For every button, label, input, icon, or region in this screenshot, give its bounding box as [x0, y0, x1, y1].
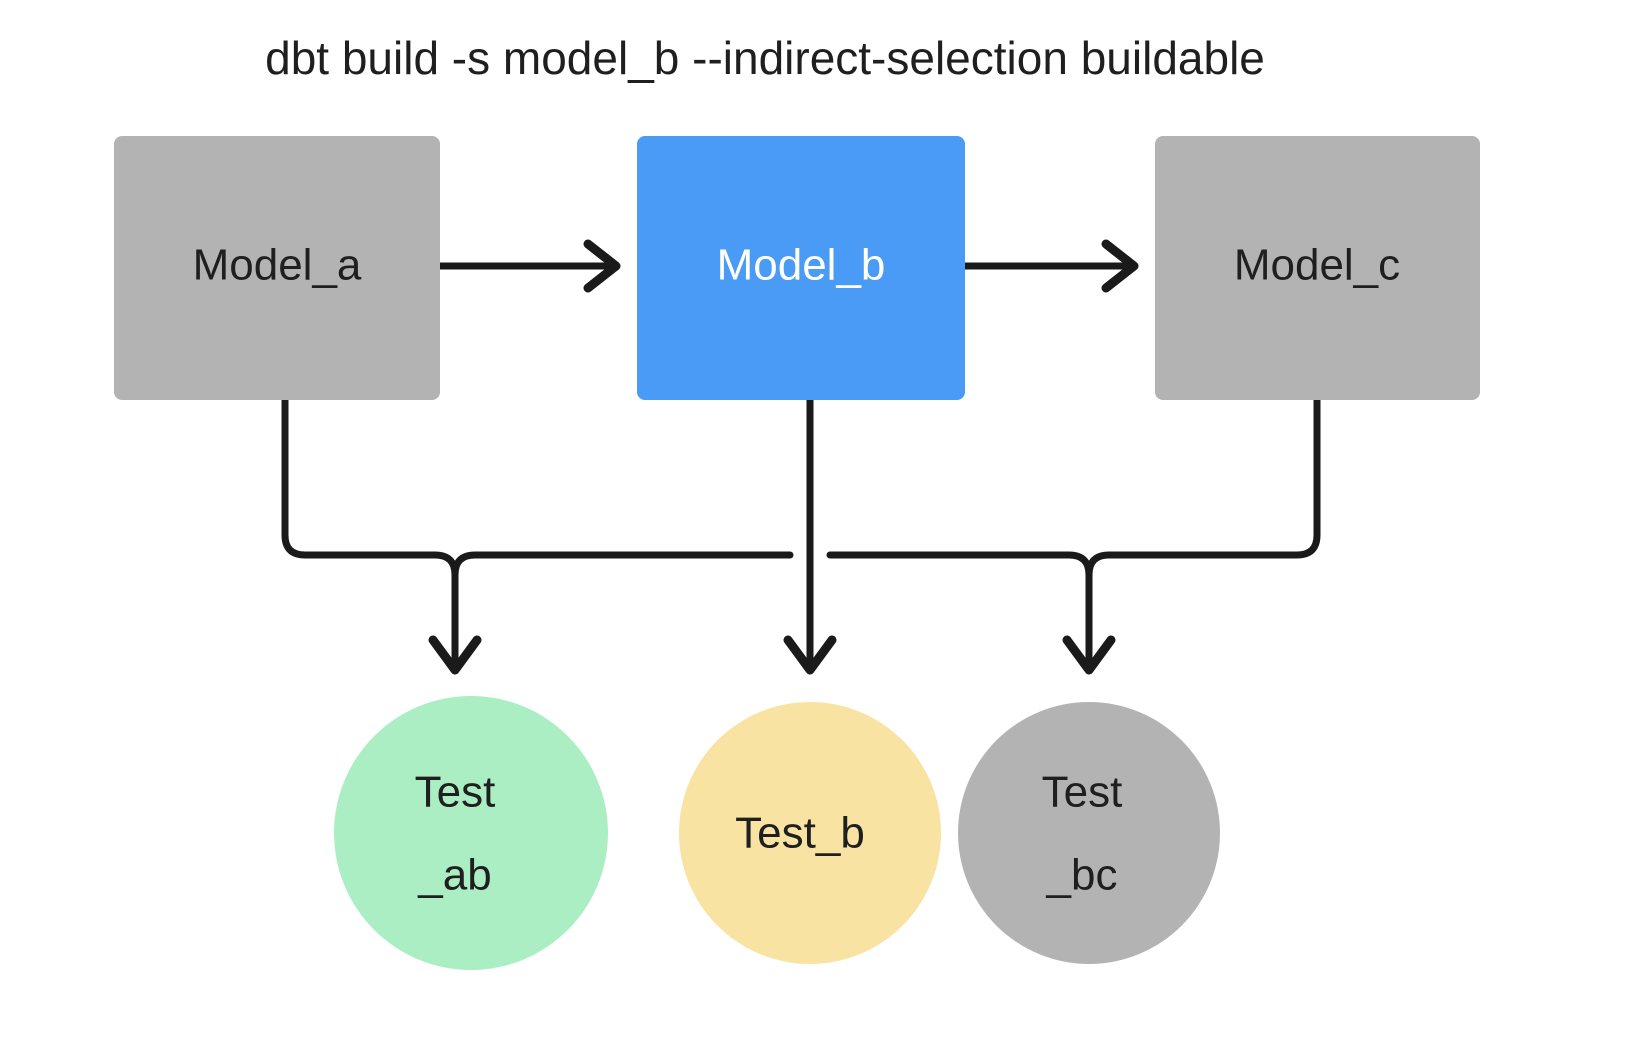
arrowhead-into-test-ab [428, 635, 482, 675]
test-bc-label-line-1: Test [1042, 768, 1123, 817]
test-ab-circle[interactable] [334, 696, 608, 970]
edge-model-a-to-test-ab [281, 396, 459, 672]
arrowhead-into-test-b [783, 635, 837, 675]
diagram-title: dbt build -s model_b --indirect-selectio… [265, 32, 1265, 84]
test-node-test-b[interactable]: Test_b [679, 702, 941, 964]
edge-layer [281, 239, 1321, 675]
test-node-test-ab[interactable]: Test _ab [334, 696, 608, 970]
model-node-model-c[interactable]: Model_c [1155, 136, 1480, 400]
test-b-label-line-1: Test_b [735, 809, 865, 858]
model-c-box[interactable] [1155, 136, 1480, 400]
model-node-model-a[interactable]: Model_a [114, 136, 440, 400]
model-c-label: Model_c [1234, 241, 1400, 290]
test-ab-label-line-2: _ab [417, 851, 491, 900]
model-b-label: Model_b [717, 241, 886, 290]
model-a-box[interactable] [114, 136, 440, 400]
arrowhead-model-b-to-model-c [1101, 239, 1139, 293]
edge-model-b-to-test-ab [451, 551, 794, 579]
test-ab-label-line-1: Test [415, 768, 496, 817]
model-a-label: Model_a [193, 241, 362, 290]
model-node-model-b[interactable]: Model_b [637, 136, 965, 400]
model-b-box[interactable] [637, 136, 965, 400]
test-bc-label-line-2: _bc [1046, 851, 1118, 900]
test-node-test-bc[interactable]: Test _bc [958, 702, 1220, 964]
arrowhead-model-a-to-model-b [583, 239, 621, 293]
arrowhead-into-test-bc [1062, 635, 1116, 675]
test-b-circle[interactable] [679, 702, 941, 964]
edge-model-c-to-test-bc [1085, 396, 1321, 579]
test-bc-circle[interactable] [958, 702, 1220, 964]
edge-model-b-to-test-bc [826, 551, 1093, 672]
